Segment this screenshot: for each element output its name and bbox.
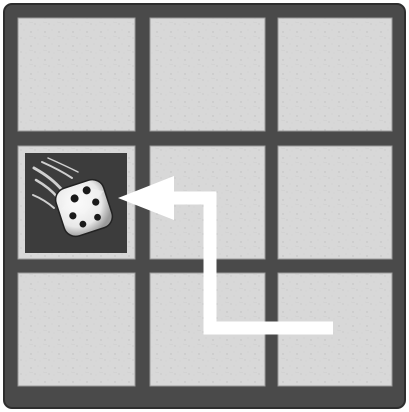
board-tile-r0-c0[interactable] (18, 18, 135, 131)
board-tile-r1-c2[interactable] (278, 146, 392, 259)
board-tile-r0-c2[interactable] (278, 18, 392, 131)
board-tile-r2-c0[interactable] (18, 273, 135, 386)
die-tile[interactable] (25, 153, 127, 253)
board-tile-r0-c1[interactable] (150, 18, 265, 131)
